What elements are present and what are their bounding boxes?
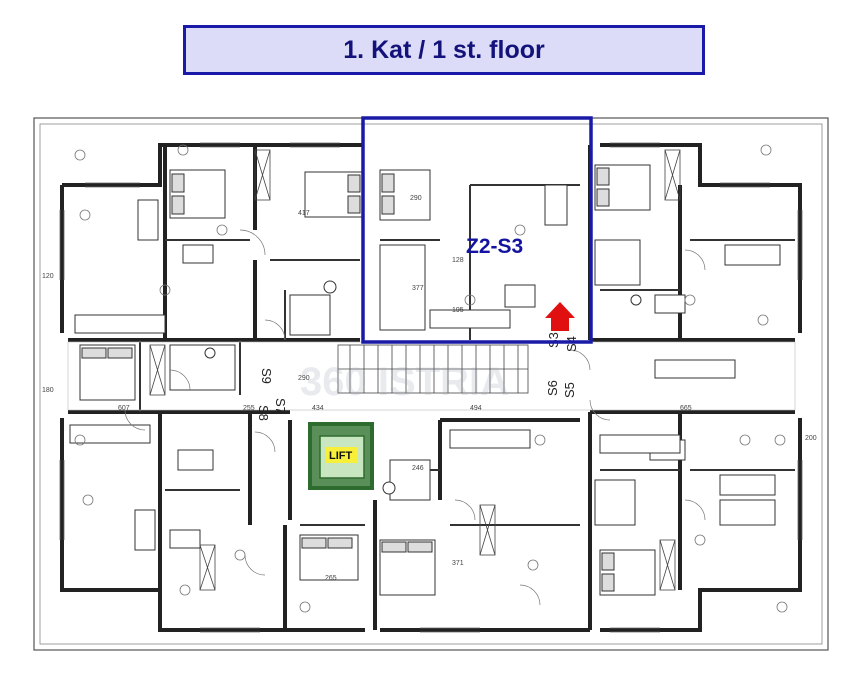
stair-label-s8: S8: [256, 405, 271, 421]
lift-label-bg: [326, 447, 358, 463]
dim-180: 180: [42, 387, 54, 394]
dim-290b: 290: [410, 195, 422, 202]
dim-290: 290: [298, 375, 310, 382]
highlighted-unit[interactable]: [361, 116, 593, 344]
unit-label: Z2-S3: [466, 235, 523, 258]
sofas: [134, 184, 781, 551]
dimension-labels: 607 434 494 665 290 246 371 265 417 290 …: [42, 195, 817, 582]
dim-265: 265: [325, 575, 337, 582]
stair-label-s6: S6: [545, 380, 560, 396]
dim-246: 246: [412, 465, 424, 472]
building-inner-outline: [39, 123, 823, 645]
stair-label-s3: S3: [546, 332, 561, 348]
windows: [59, 142, 803, 633]
entrance-arrow-icon: [545, 302, 575, 331]
stair-label-s5: S5: [562, 382, 577, 398]
dining-tables: [169, 244, 686, 549]
walls: [60, 143, 802, 632]
dim-128: 128: [452, 257, 464, 264]
dim-434: 434: [312, 405, 324, 412]
dim-255: 255: [243, 405, 255, 412]
lift-label: LIFT: [329, 450, 352, 462]
stair-label-s9: S9: [259, 368, 274, 384]
bathrooms: [169, 239, 642, 526]
dim-200: 200: [805, 435, 817, 442]
dim-120: 120: [42, 273, 54, 280]
door-swings: [124, 229, 706, 606]
stair-label-s4: S4: [564, 336, 579, 352]
watermark: 360 ISTRIA: [300, 360, 509, 404]
dim-607: 607: [118, 405, 130, 412]
stair-label-s7: S7: [273, 398, 288, 414]
wardrobes: [149, 149, 681, 591]
dim-494: 494: [470, 405, 482, 412]
floor-title: 1. Kat / 1 st. floor: [343, 35, 545, 64]
staircase: [337, 344, 529, 394]
dim-377: 377: [412, 285, 424, 292]
dim-665: 665: [680, 405, 692, 412]
dim-371: 371: [452, 560, 464, 567]
ceiling-lights: [74, 144, 788, 613]
dim-195: 195: [452, 307, 464, 314]
dim-417: 417: [298, 210, 310, 217]
beds: [79, 164, 656, 596]
kitchens: [69, 309, 736, 454]
floor-title-box: 1. Kat / 1 st. floor: [183, 25, 705, 75]
